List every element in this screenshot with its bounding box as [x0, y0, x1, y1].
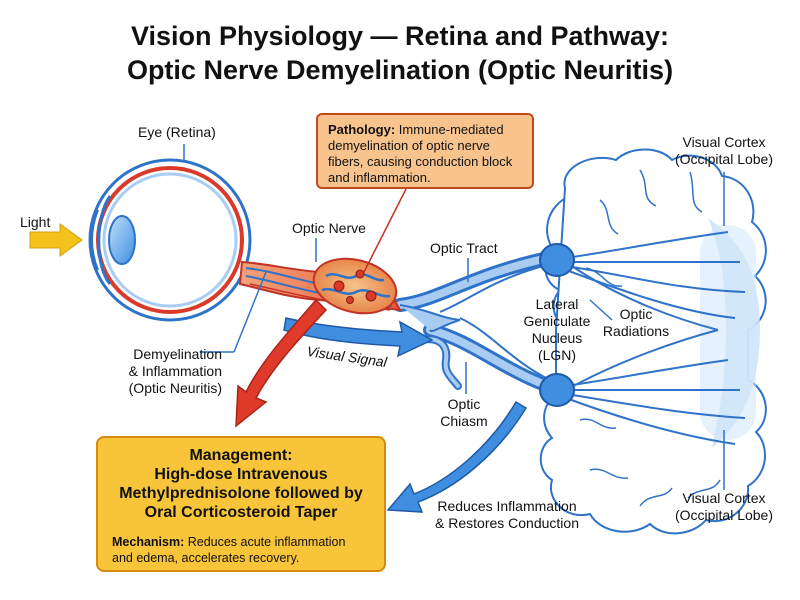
- light-arrow: [29, 223, 83, 257]
- label-visual-cortex-top-line-2: (Occipital Lobe): [674, 151, 774, 167]
- optic-radiations: [565, 231, 746, 445]
- pathology-leader-line: [363, 188, 407, 273]
- mechanism-text-1: Reduces acute inflammation: [184, 535, 346, 549]
- label-light: Light: [20, 214, 51, 230]
- lgn-top-node: [539, 243, 575, 277]
- label-eye-retina: Eye (Retina): [138, 124, 216, 140]
- label-reduces-inflammation-line-1: Reduces Inflammation: [437, 498, 577, 514]
- management-title-line-3: Methylprednisolone followed by: [119, 485, 363, 502]
- mechanism-heading: Mechanism:: [112, 535, 185, 549]
- mechanism-text-2: and edema, accelerates recovery.: [112, 551, 300, 565]
- label-lgn-line-4: (LGN): [537, 347, 577, 363]
- optic-tract: [393, 251, 555, 393]
- label-optic-chiasm-line-1: Optic: [447, 396, 481, 412]
- label-visual-cortex-top: Visual Cortex (Occipital Lobe): [666, 134, 782, 168]
- leader-lines: [183, 144, 725, 490]
- label-demyelination: Demyelination & Inflammation (Optic Neur…: [112, 346, 222, 397]
- label-optic-radiations-line-1: Optic: [619, 306, 653, 322]
- optic-chiasm: [399, 304, 462, 390]
- label-lgn-line-2: Geniculate: [523, 313, 591, 329]
- treatment-arrow: [235, 298, 328, 428]
- label-optic-radiations-line-2: Radiations: [602, 323, 670, 339]
- label-visual-cortex-top-line-1: Visual Cortex: [682, 134, 766, 150]
- label-demyelination-line-3: (Optic Neuritis): [128, 380, 222, 396]
- label-visual-cortex-bottom-line-2: (Occipital Lobe): [674, 507, 774, 523]
- eye-diagram: [88, 158, 252, 322]
- management-title-line-4: Oral Corticosteroid Taper: [144, 504, 338, 521]
- pathology-callout: Pathology: Immune-mediated demyelination…: [316, 113, 534, 189]
- label-visual-cortex-bottom: Visual Cortex (Occipital Lobe): [666, 490, 782, 524]
- label-lgn: Lateral Geniculate Nucleus (LGN): [512, 296, 602, 364]
- label-lgn-line-1: Lateral: [535, 296, 579, 312]
- management-title-line-1: Management:: [189, 447, 293, 464]
- pathology-text-4: and inflammation.: [328, 170, 431, 185]
- label-optic-chiasm: Optic Chiasm: [432, 396, 496, 430]
- label-reduces-inflammation: Reduces Inflammation & Restores Conducti…: [424, 498, 590, 532]
- management-title-line-2: High-dose Intravenous: [154, 466, 328, 483]
- pathology-text-3: fibers, causing conduction block: [328, 154, 513, 169]
- label-optic-radiations: Optic Radiations: [596, 306, 676, 340]
- label-lgn-line-3: Nucleus: [531, 330, 583, 346]
- management-mechanism-line-1: Mechanism: Reduces acute inflammation: [112, 534, 374, 550]
- pathology-line-1: Pathology: Immune-mediated: [328, 122, 522, 138]
- pathology-text-2: demyelination of optic nerve: [328, 138, 490, 153]
- label-demyelination-line-1: Demyelination: [133, 346, 222, 362]
- restoration-arrow: [386, 400, 528, 513]
- management-title: Management: High-dose Intravenous Methyl…: [98, 446, 384, 522]
- management-box: Management: High-dose Intravenous Methyl…: [96, 436, 386, 572]
- label-optic-nerve: Optic Nerve: [292, 220, 366, 236]
- management-mechanism: Mechanism: Reduces acute inflammation an…: [112, 534, 374, 566]
- label-reduces-inflammation-line-2: & Restores Conduction: [435, 515, 579, 531]
- label-visual-cortex-bottom-line-1: Visual Cortex: [682, 490, 766, 506]
- page-title-line-2: Optic Nerve Demyelination (Optic Neuriti…: [126, 55, 674, 85]
- visual-cortex-highlight: [700, 225, 756, 440]
- demyelination-lesion: [312, 257, 398, 315]
- label-demyelination-line-2: & Inflammation: [128, 363, 222, 379]
- label-optic-tract: Optic Tract: [430, 240, 498, 256]
- pathology-heading: Pathology:: [328, 122, 396, 137]
- lgn-bottom-node: [539, 373, 575, 407]
- page-title-line-1: Vision Physiology — Retina and Pathway:: [130, 21, 670, 51]
- visual-signal-arrow: [283, 317, 434, 358]
- label-optic-chiasm-line-2: Chiasm: [440, 413, 488, 429]
- pathology-text-1: Immune-mediated: [395, 122, 504, 137]
- eye-lens: [108, 215, 136, 265]
